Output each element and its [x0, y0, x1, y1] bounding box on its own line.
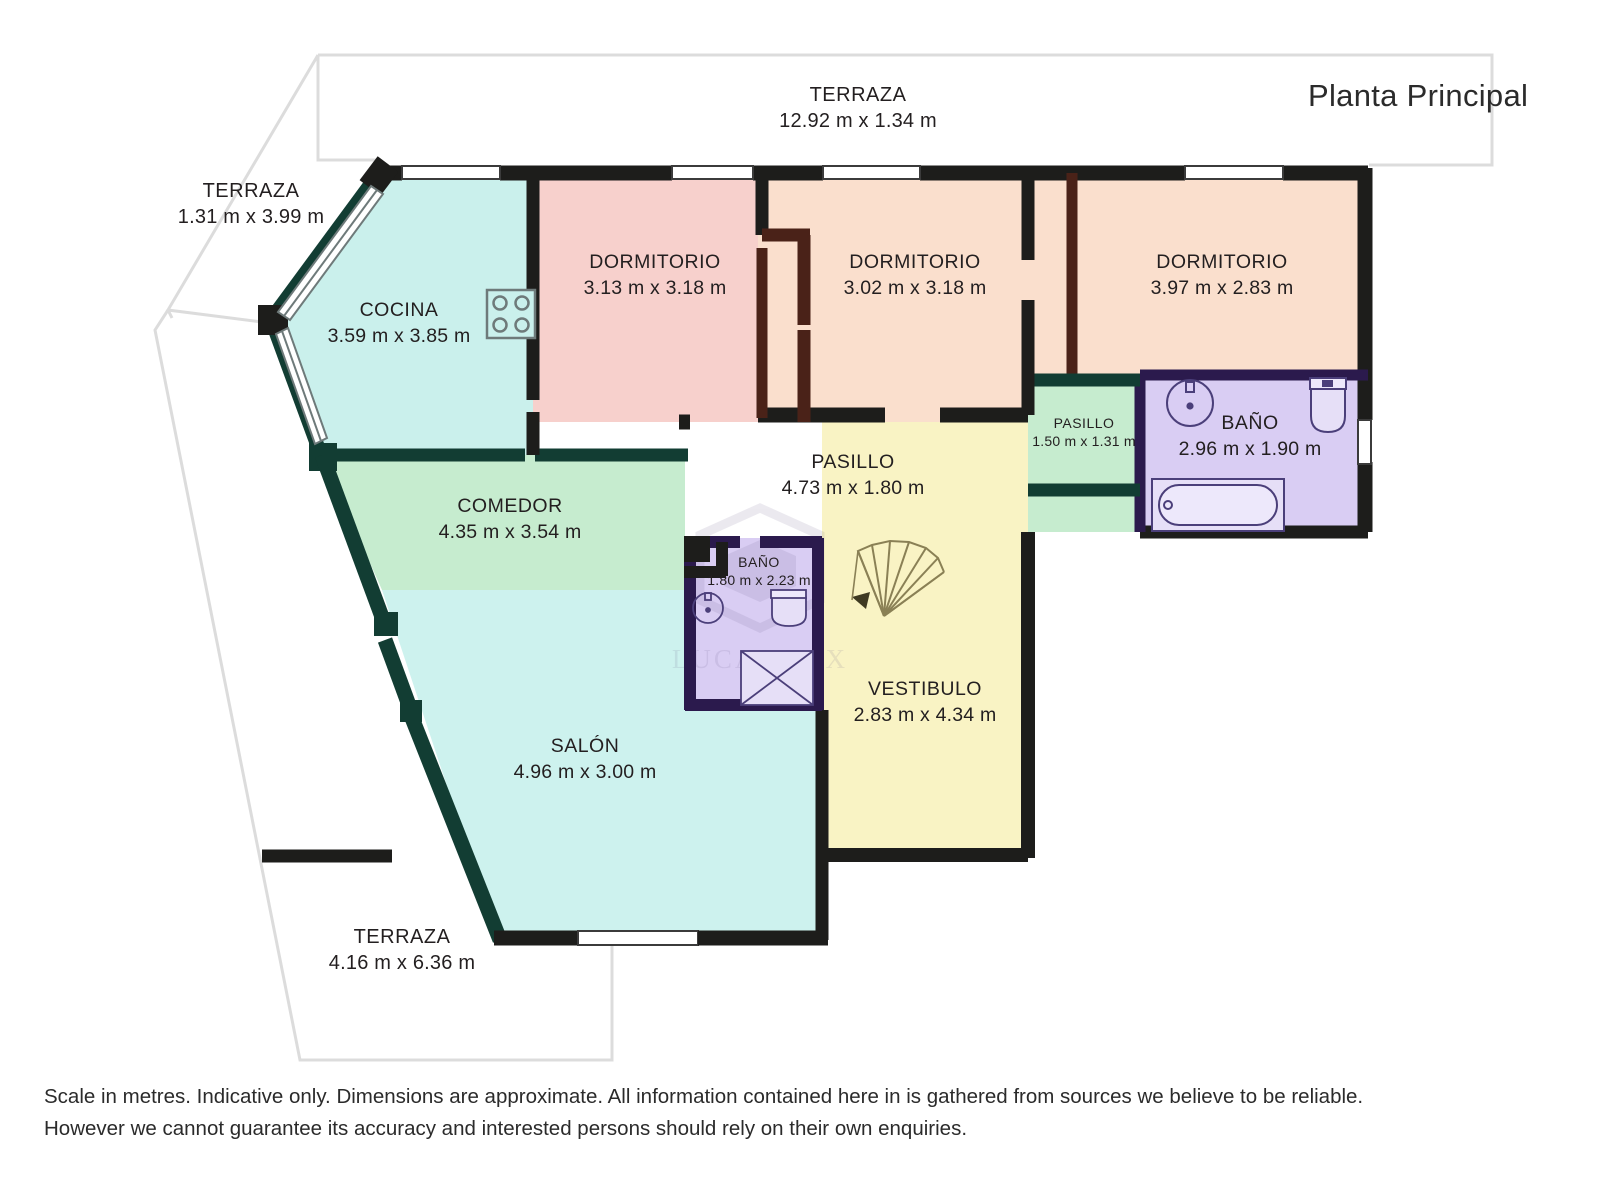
disclaimer-line-2: However we cannot guarantee its accuracy… — [44, 1116, 968, 1140]
window-salon-bottom — [577, 930, 699, 946]
sink-icon-bano-small — [692, 592, 724, 624]
wall-corner-block-1 — [359, 156, 399, 196]
disclaimer-note: Scale in metres. Indicative only. Dimens… — [44, 1081, 1564, 1145]
window-kitchen-top — [401, 165, 501, 180]
sink-icon-bano-main — [1166, 379, 1214, 427]
window-bano-right — [1357, 419, 1372, 465]
wall-salon-joint — [374, 612, 398, 636]
fill-pasillo-vestibulo — [685, 422, 1028, 855]
window-top-group — [401, 165, 1284, 180]
page-title: Planta Principal — [1308, 78, 1529, 113]
shower-icon-bano-small — [740, 650, 814, 706]
wall-salon-diag-2 — [405, 715, 507, 943]
disclaimer-line-1: Scale in metres. Indicative only. Dimens… — [44, 1085, 1364, 1108]
bathtub-icon-bano-main — [1151, 478, 1285, 532]
window-kitchen-diagonal — [274, 184, 385, 446]
fixtures — [485, 288, 1347, 706]
fill-dormitorio-1 — [533, 168, 758, 422]
fill-dormitorio-3b — [1028, 168, 1070, 380]
toilet-icon-bano-small — [770, 589, 807, 627]
walls — [258, 156, 1373, 946]
window-dorm1-top — [671, 165, 754, 180]
staircase-icon — [851, 539, 945, 617]
hob-icon — [485, 288, 537, 340]
fill-dormitorio-3 — [1070, 168, 1365, 380]
wall-salon-joint-2 — [400, 700, 422, 722]
fill-dormitorio-2 — [800, 168, 1028, 422]
window-dorm2-top — [822, 165, 921, 180]
fill-comedor — [322, 455, 685, 590]
toilet-icon-bano-main — [1309, 377, 1347, 434]
fill-pasillo-small — [1028, 380, 1140, 532]
wall-salon-diag-1 — [377, 637, 418, 711]
room-fills — [272, 168, 1365, 940]
wall-kitchen-diag-upper — [266, 165, 387, 323]
wall-banosm-corner — [684, 536, 710, 562]
wall-comedor-left — [314, 452, 393, 628]
window-dorm3-top — [1184, 165, 1284, 180]
